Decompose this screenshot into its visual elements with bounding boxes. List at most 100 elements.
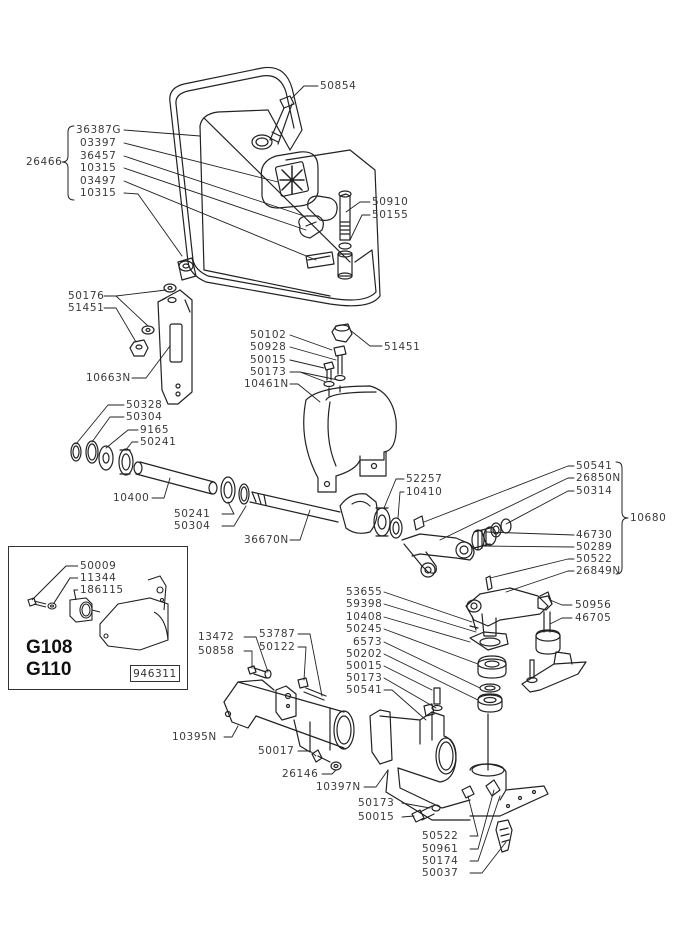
part-label: 51451 (68, 302, 105, 314)
part-label: 26850N (576, 472, 621, 484)
part-label: 50289 (576, 541, 613, 553)
part-label: 50015 (346, 660, 383, 672)
bearing-stack-center (470, 616, 508, 770)
part-label: 50017 (258, 745, 295, 757)
part-label: 50015 (250, 354, 287, 366)
bolt-50015-lower (412, 805, 440, 822)
seal-10410 (390, 518, 402, 538)
part-label: 50241 (174, 508, 211, 520)
inset-drawing (28, 566, 168, 650)
bolt-50037 (496, 820, 512, 852)
bearing-52257 (374, 508, 390, 536)
plate-bracket-right (522, 652, 586, 692)
yoke-arm-26850N (402, 516, 474, 577)
model-label: G110 (26, 659, 72, 680)
shaft-bearings-right (221, 477, 249, 504)
clamp-band-10461N (304, 386, 397, 492)
part-label: 10408 (346, 611, 383, 623)
part-label: 36457 (80, 150, 117, 162)
slot-decals (299, 196, 337, 268)
part-label: 50541 (346, 684, 383, 696)
part-label: 50173 (250, 366, 287, 378)
bushing-50910 (338, 191, 352, 279)
shaft-36670N (250, 492, 377, 533)
inset-part-label: 11344 (80, 572, 117, 584)
part-label: 10397N (316, 781, 361, 793)
bushing-10315 (178, 258, 196, 280)
part-label: 50174 (422, 855, 459, 867)
nut-50122 (298, 678, 308, 688)
part-label: 03497 (80, 175, 117, 187)
part-label: 36670N (244, 534, 289, 546)
bracket-brace-10680 (616, 462, 628, 574)
part-label: 13472 (198, 631, 235, 643)
pin-53787 (304, 688, 326, 700)
part-label: 9165 (140, 424, 170, 436)
part-label: 50304 (174, 520, 211, 532)
part-label: 50522 (576, 553, 613, 565)
part-label: 50328 (126, 399, 163, 411)
bolt-50854 (252, 96, 294, 149)
part-label: 26849N (576, 565, 621, 577)
part-label: 10410 (406, 486, 443, 498)
part-label: 53787 (259, 628, 296, 640)
part-label: 46705 (575, 612, 612, 624)
inset-panel (8, 546, 188, 690)
inset-part-label: 186115 (80, 584, 124, 596)
nut-51451-top (332, 324, 352, 342)
needle-bearing-50289 (472, 519, 511, 550)
inset-part-label: 50009 (80, 560, 117, 572)
nut-51451-left (130, 340, 148, 356)
part-label: 50202 (346, 648, 383, 660)
part-label: 50928 (250, 341, 287, 353)
part-label: 50102 (250, 329, 287, 341)
part-label: 50854 (320, 80, 357, 92)
base-plate (470, 764, 548, 816)
part-label: 50541 (576, 460, 613, 472)
housing-10397N (370, 688, 470, 820)
part-label: 50956 (575, 599, 612, 611)
part-label: 50173 (346, 672, 383, 684)
part-label: 26146 (282, 768, 319, 780)
part-label: 50155 (372, 209, 409, 221)
bolt-50017 (312, 750, 341, 770)
upper-housing-cover (170, 67, 380, 312)
shaft-bearings-left (71, 441, 133, 475)
part-label: 52257 (406, 473, 443, 485)
part-label: 10395N (172, 731, 217, 743)
assembly-label: 26466 (26, 156, 63, 168)
part-label: 50173 (358, 797, 395, 809)
part-label: 50015 (358, 811, 395, 823)
cylinder-10395N (224, 680, 354, 752)
part-label: 10663N (86, 372, 131, 384)
part-label: 10461N (244, 378, 289, 390)
bracket-brace-26466 (62, 126, 74, 200)
part-label: 50176 (68, 290, 105, 302)
model-label: G108 (26, 637, 73, 658)
part-label: 10400 (113, 492, 150, 504)
reference-number-box: 946311 (130, 665, 180, 682)
grease-nipple-50522b (462, 780, 500, 798)
part-label: 50858 (198, 645, 235, 657)
part-label: 36387G (76, 124, 122, 136)
part-label: 50241 (140, 436, 177, 448)
part-label: 50304 (126, 411, 163, 423)
part-label: 50910 (372, 196, 409, 208)
assembly-label: 10680 (630, 512, 667, 524)
nut-50956 (538, 596, 552, 610)
part-label: 6573 (353, 636, 383, 648)
pivot-46705 (536, 612, 560, 654)
part-label: 50245 (346, 623, 383, 635)
bracket-10663N (158, 290, 192, 404)
part-label: 50961 (422, 843, 459, 855)
part-label: 50522 (422, 830, 459, 842)
part-label: 50122 (259, 641, 296, 653)
part-label: 10315 (80, 187, 117, 199)
part-label: 10315 (80, 162, 117, 174)
part-label: 50037 (422, 867, 459, 879)
part-label: 03397 (80, 137, 117, 149)
leader-lines (76, 86, 574, 873)
part-label: 50314 (576, 485, 613, 497)
part-label: 59398 (346, 598, 383, 610)
